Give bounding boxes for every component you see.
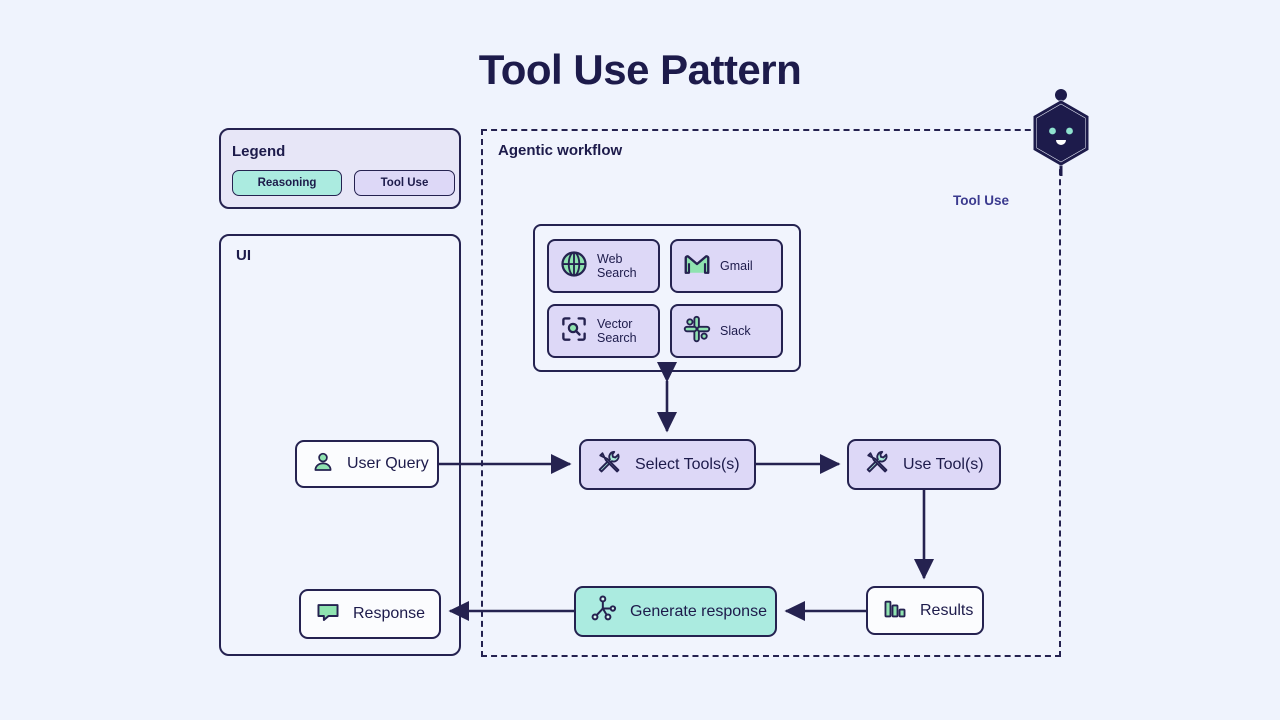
- globe-icon: [559, 249, 589, 284]
- node-use-tools-label: Use Tool(s): [903, 455, 984, 473]
- slack-icon: [682, 314, 712, 349]
- legend-chip-reasoning: Reasoning: [232, 170, 342, 196]
- node-select-tools[interactable]: Select Tools(s): [579, 439, 756, 490]
- legend-chip-reasoning-label: Reasoning: [257, 177, 317, 189]
- node-user-query[interactable]: User Query: [295, 440, 439, 488]
- node-generate-response-label: Generate response: [630, 602, 767, 620]
- ui-panel-title: UI: [236, 247, 251, 264]
- node-generate-response[interactable]: Generate response: [574, 586, 777, 637]
- tools-icon: [863, 448, 891, 481]
- tool-card-web-search-label: Web Search: [597, 252, 637, 280]
- node-response-label: Response: [353, 605, 426, 622]
- page-title: Tool Use Pattern: [478, 46, 802, 93]
- tool-card-gmail-label: Gmail: [720, 259, 753, 273]
- legend-chip-list: Reasoning Tool Use: [232, 170, 455, 196]
- node-select-tools-label: Select Tools(s): [635, 455, 740, 473]
- tool-card-web-search[interactable]: Web Search: [547, 239, 660, 293]
- agentic-workflow-boundary: [481, 129, 1061, 657]
- node-results-label: Results: [920, 601, 974, 619]
- legend-chip-tool-use-label: Tool Use: [380, 177, 429, 189]
- legend-chip-tool-use: Tool Use: [354, 170, 455, 196]
- network-nodes-icon: [590, 595, 618, 628]
- robot-head-icon: [1029, 88, 1093, 178]
- vector-search-icon: [559, 314, 589, 349]
- tool-card-slack-label: Slack: [720, 324, 751, 338]
- node-results[interactable]: Results: [866, 586, 984, 635]
- tools-grid: Web Search Gmail: [547, 239, 783, 358]
- tool-use-section-label: Tool Use: [953, 193, 1010, 208]
- legend-panel: [219, 128, 461, 209]
- node-user-query-label: User Query: [347, 455, 429, 472]
- tool-card-vector-search-label: Vector Search: [597, 317, 637, 345]
- agentic-workflow-title: Agentic workflow: [498, 142, 623, 159]
- tool-card-gmail[interactable]: Gmail: [670, 239, 783, 293]
- node-use-tools[interactable]: Use Tool(s): [847, 439, 1001, 490]
- chat-bubble-icon: [315, 599, 341, 630]
- user-icon: [311, 450, 335, 479]
- tool-card-vector-search[interactable]: Vector Search: [547, 304, 660, 358]
- tool-card-slack[interactable]: Slack: [670, 304, 783, 358]
- gmail-icon: [682, 249, 712, 284]
- legend-title: Legend: [232, 143, 286, 160]
- node-response[interactable]: Response: [299, 589, 441, 639]
- bar-chart-icon: [882, 595, 908, 626]
- tools-icon: [595, 448, 623, 481]
